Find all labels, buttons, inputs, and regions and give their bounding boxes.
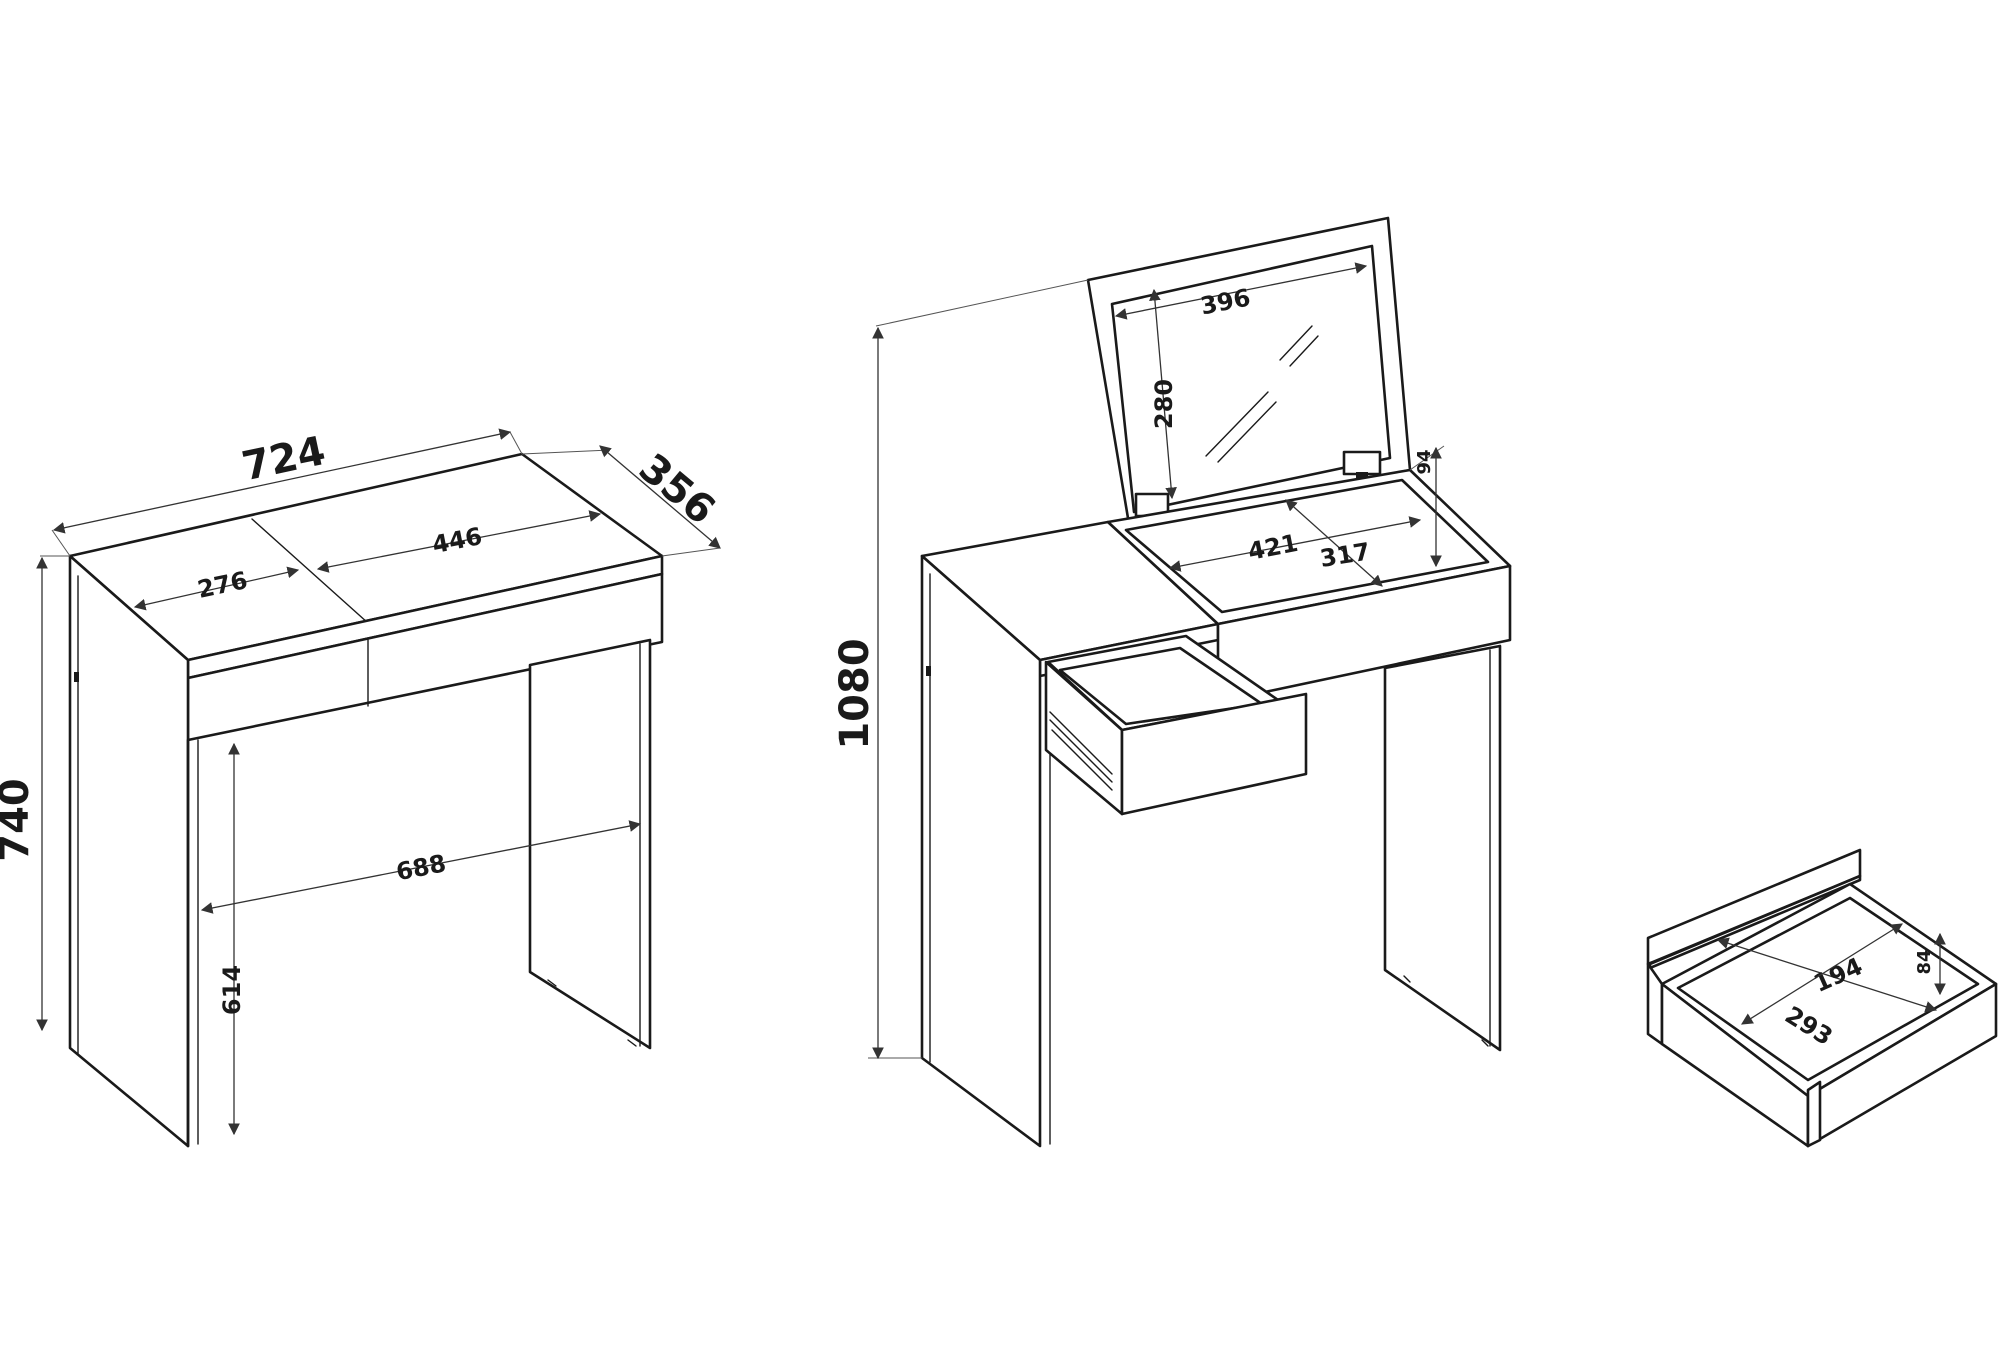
- dim-depth-label: 356: [630, 445, 724, 534]
- side-fixing-icon: [74, 672, 79, 682]
- lid-split-line: [251, 518, 369, 624]
- open-left-side-panel: [920, 554, 1042, 1148]
- dim-leg-gap-label: 688: [394, 849, 449, 886]
- dim-line-lid-left: [133, 566, 300, 611]
- dim-knee-height-label: 614: [218, 965, 246, 1015]
- drawer-left-edge: [1646, 962, 1664, 1046]
- dim-line-compartment-length: [1285, 499, 1383, 587]
- drawer-detail-view: 194 293 84: [1646, 848, 1998, 1148]
- dim-line-depth: [599, 445, 721, 549]
- open-drawer-front: [1120, 692, 1308, 816]
- drawer-runner: [1049, 711, 1113, 775]
- open-table-view: 1080 396 280 94 421 317: [832, 216, 1512, 1148]
- dim-width-label: 724: [238, 428, 329, 490]
- dim-line-lid-right: [316, 510, 602, 573]
- open-right-leg-panel: [1383, 644, 1502, 1052]
- dim-total-height-label: 1080: [832, 638, 878, 749]
- closed-table-view: 724 356 740 276 446 688 614: [0, 428, 724, 1148]
- dim-line-leg-gap: [200, 820, 642, 914]
- dim-drawer-height-label: 84: [1914, 949, 1935, 974]
- closed-left-side-panel: [68, 554, 190, 1148]
- foot-mark: [627, 1039, 637, 1047]
- side-fixing-icon: [926, 666, 931, 676]
- closed-right-leg-panel: [528, 638, 652, 1050]
- dim-line-width: [52, 428, 512, 534]
- dim-line-drawer-inner-length: [1741, 923, 1903, 1025]
- dim-mirror-height-label: 280: [1150, 379, 1178, 429]
- foot-mark: [547, 979, 557, 987]
- dim-line-mirror-height: [1149, 288, 1177, 500]
- dim-height-label: 740: [0, 778, 38, 862]
- dim-compartment-depth-label: 94: [1414, 449, 1435, 474]
